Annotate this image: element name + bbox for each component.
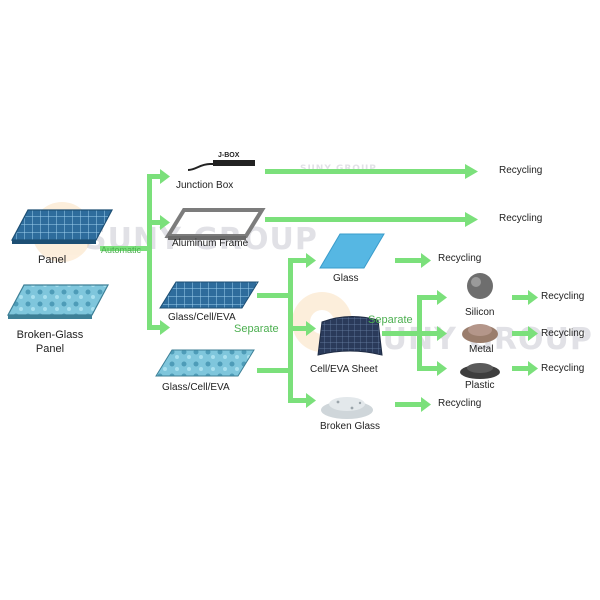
recycling-glass: Recycling [438,253,482,264]
glass-label: Glass [333,273,359,284]
glass-cell-eva-broken-image [155,349,255,377]
panel-label: Panel [38,254,67,266]
aluminum-frame-image [164,208,266,240]
broken-glass-panel-image [7,284,109,319]
plastic-label: Plastic [465,380,495,391]
cell-eva-sheet-image [317,316,383,356]
glass-cell-eva-image [159,281,259,309]
junction-box-icon [187,160,255,171]
recycling-junction-box: Recycling [499,165,543,176]
glass-cell-eva-label-2: Glass/Cell/EVA [162,382,230,393]
metal-label: Metal [469,344,494,355]
flow-arrows [100,164,538,412]
broken-glass-label: Broken Glass [320,421,381,432]
aluminum-frame-label: Aluminum Frame [172,238,249,249]
metal-image [462,324,498,343]
cell-eva-sheet-label: Cell/EVA Sheet [310,364,378,375]
junction-box-label: Junction Box [176,180,234,191]
silicon-image [467,273,493,299]
broken-glass-pile-image [321,397,373,419]
silicon-label: Silicon [465,307,495,318]
recycling-silicon: Recycling [541,291,585,302]
broken-glass-panel-label: Broken-Glass Panel [16,329,84,355]
glass-cell-eva-label-1: Glass/Cell/EVA [168,312,236,323]
recycling-broken-glass: Recycling [438,398,482,409]
recycling-aluminum-frame: Recycling [499,213,543,224]
separate-label-1: Separate [234,323,279,335]
separate-label-2: Separate [368,314,413,326]
recycling-metal: Recycling [541,328,585,339]
glass-sheet-image [319,233,385,269]
automatic-label: Automatic [101,245,142,255]
recycling-plastic: Recycling [541,363,585,374]
panel-image [11,209,113,244]
plastic-image [460,363,500,379]
jbox-tag: J-BOX [218,152,240,159]
